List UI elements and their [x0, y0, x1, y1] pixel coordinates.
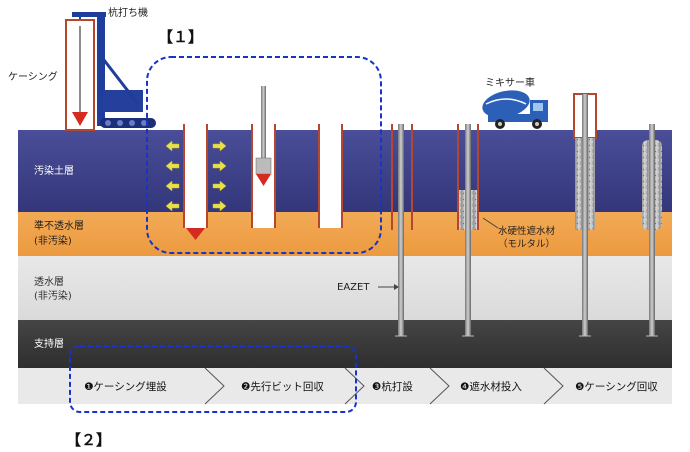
step4-pile	[457, 124, 479, 337]
layer-label-contaminated: 汚染土層	[34, 164, 74, 177]
step-label-1: ❶ケーシング埋設	[84, 380, 167, 393]
step-label-2: ❷先行ビット回収	[241, 380, 324, 393]
bracket-label-1: 【１】	[158, 28, 203, 46]
step-label-3: ❸杭打設	[372, 380, 413, 393]
highlight-box-2	[69, 345, 357, 413]
step5-casing	[573, 93, 597, 337]
down-arrow-icon	[72, 112, 88, 126]
pile-driver-rig	[72, 12, 156, 128]
soil-arrows	[165, 140, 227, 212]
rig-label: 杭打ち機	[108, 6, 148, 19]
step3-pile	[391, 124, 413, 337]
final-pile	[642, 124, 662, 337]
semi-impermeable-layer	[18, 212, 672, 256]
layer-label-semi-impermeable: 準不透水層	[34, 219, 84, 232]
pointer-arrow-icon	[394, 284, 399, 290]
layer-label-permeable-sub: (非汚染)	[34, 289, 72, 302]
down-arrow-icon	[186, 228, 205, 240]
soil-layers	[18, 130, 672, 368]
permeable-layer	[18, 256, 672, 320]
layer-label-bearing: 支持層	[34, 337, 64, 350]
sealant-label-line1: 水硬性遮水材	[498, 225, 556, 237]
casing-label: ケーシング	[8, 70, 58, 83]
step2-empty-casing	[318, 124, 343, 228]
highlight-box-1	[146, 56, 382, 254]
step-ribbon	[18, 367, 672, 405]
layer-label-permeable: 透水層	[34, 276, 64, 288]
eazet-label: EAZET	[337, 282, 370, 293]
sealant-pointer	[482, 217, 499, 229]
step2-casing	[251, 86, 276, 228]
step-label-4: ❹遮水材投入	[460, 380, 522, 393]
sealant-label-line2: （モルタル）	[498, 238, 555, 250]
mixer-label: ミキサー車	[485, 76, 535, 89]
down-arrow-icon	[256, 174, 271, 186]
contaminated-layer	[18, 130, 672, 212]
bracket-label-2: 【２】	[66, 431, 111, 449]
layer-label-semi-impermeable-sub: (非汚染)	[34, 234, 72, 247]
mixer-truck	[482, 90, 548, 129]
bearing-layer	[18, 320, 672, 368]
rig-casing	[65, 19, 95, 131]
step-label-5: ❺ケーシング回収	[575, 380, 658, 393]
step1-casing	[183, 124, 208, 240]
